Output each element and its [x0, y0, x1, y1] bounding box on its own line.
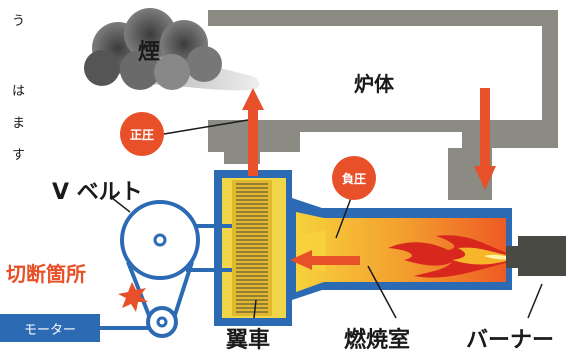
impeller-vanes	[236, 183, 268, 313]
leader-lines	[111, 119, 543, 319]
flame	[388, 235, 510, 278]
burner-label: バーナー	[466, 328, 555, 353]
furnace-label: 炉体	[354, 72, 394, 96]
side-text-4: す	[12, 148, 26, 163]
side-text-3: ま	[12, 116, 26, 131]
side-text-2: は	[12, 84, 26, 99]
v-belt-drive	[100, 200, 232, 338]
impeller	[218, 174, 290, 322]
smoke-cloud	[84, 8, 260, 91]
exhaust-arrow	[242, 88, 264, 176]
negative-pressure-badge: 負圧	[332, 156, 376, 200]
positive-pressure-badge: 正圧	[120, 112, 164, 156]
cut-burst-icon	[118, 282, 148, 312]
intake-arrow	[474, 88, 496, 190]
motor-box: モーター	[0, 314, 100, 342]
cut-point-label: 切断箇所	[6, 262, 86, 286]
backflow-arrow	[290, 250, 360, 270]
combustion-chamber-label: 燃焼室	[344, 328, 411, 353]
impeller-label: 翼車	[226, 328, 271, 353]
side-text-1: う	[12, 14, 26, 29]
burner	[506, 236, 566, 276]
v-belt-label: V ベルト	[52, 180, 143, 205]
smoke-label: 煙	[138, 40, 161, 65]
